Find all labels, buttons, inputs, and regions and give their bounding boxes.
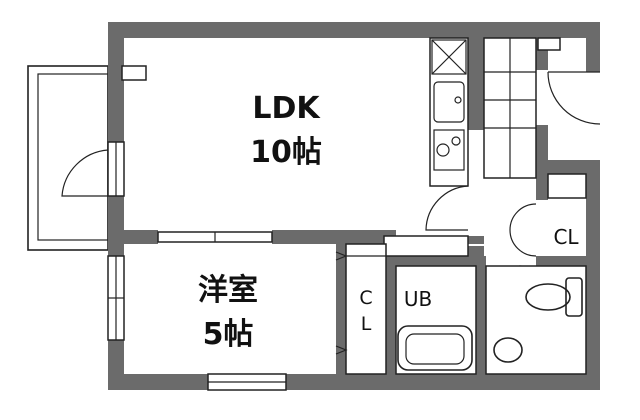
closet-western-label-l: L bbox=[361, 313, 372, 335]
wall-fixtures bbox=[121, 37, 561, 81]
unit-bath bbox=[395, 265, 477, 375]
walls bbox=[108, 22, 600, 390]
ldk-room-size: 10帖 bbox=[250, 135, 322, 170]
unit-bath-label: UB bbox=[404, 287, 432, 311]
balcony bbox=[27, 65, 109, 251]
toilet bbox=[485, 265, 587, 375]
entrance bbox=[483, 37, 587, 199]
western-closet bbox=[335, 243, 387, 375]
ldk-room-name: LDK bbox=[252, 91, 321, 126]
closet-western-label-c: C bbox=[359, 287, 372, 309]
closet-right-label: CL bbox=[553, 225, 579, 249]
kitchen bbox=[383, 37, 469, 257]
western-room-size: 5帖 bbox=[203, 317, 254, 352]
windows bbox=[107, 141, 287, 391]
western-room-name: 洋室 bbox=[198, 273, 258, 308]
